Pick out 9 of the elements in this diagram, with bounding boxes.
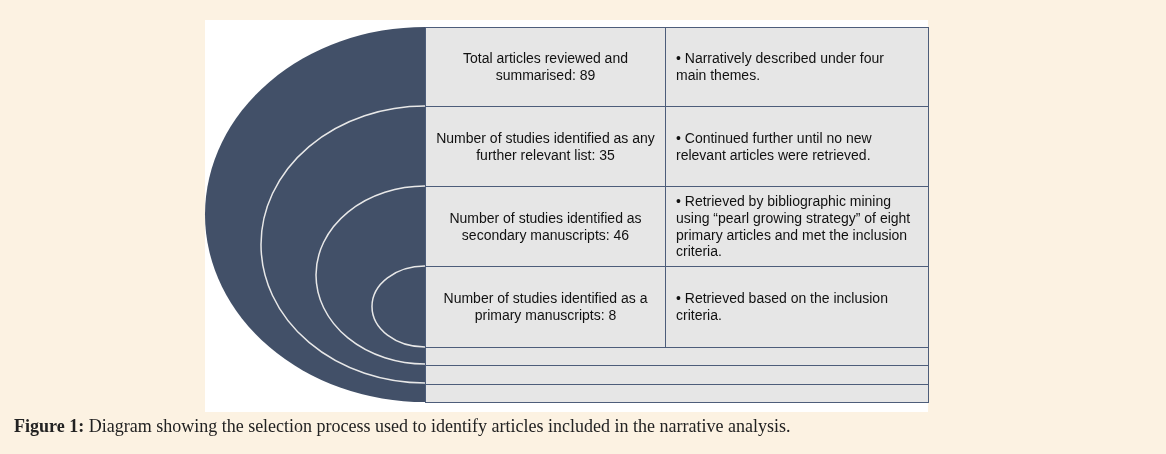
count-cell: Total articles reviewed and summarised: 89 bbox=[425, 27, 666, 107]
figure-caption: Figure 1: Diagram showing the selection process used to identify articles included in the narrative analysis. bbox=[14, 416, 791, 437]
description-cell: • Continued further until no new relevant articles were retrieved. bbox=[665, 106, 929, 187]
count-cell: Number of studies identified as a primary manuscripts: 8 bbox=[425, 266, 666, 348]
description-cell: • Narratively described under four main themes. bbox=[665, 27, 929, 107]
count-cell: Number of studies identified as any further relevant list: 35 bbox=[425, 106, 666, 187]
description-cell: • Retrieved based on the inclusion criteria. bbox=[665, 266, 929, 348]
count-cell: Number of studies identified as secondary manuscripts: 46 bbox=[425, 186, 666, 267]
description-cell: • Retrieved by bibliographic mining using “pearl growing strategy” of eight primary articles and met the inclusion criteria. bbox=[665, 186, 929, 267]
